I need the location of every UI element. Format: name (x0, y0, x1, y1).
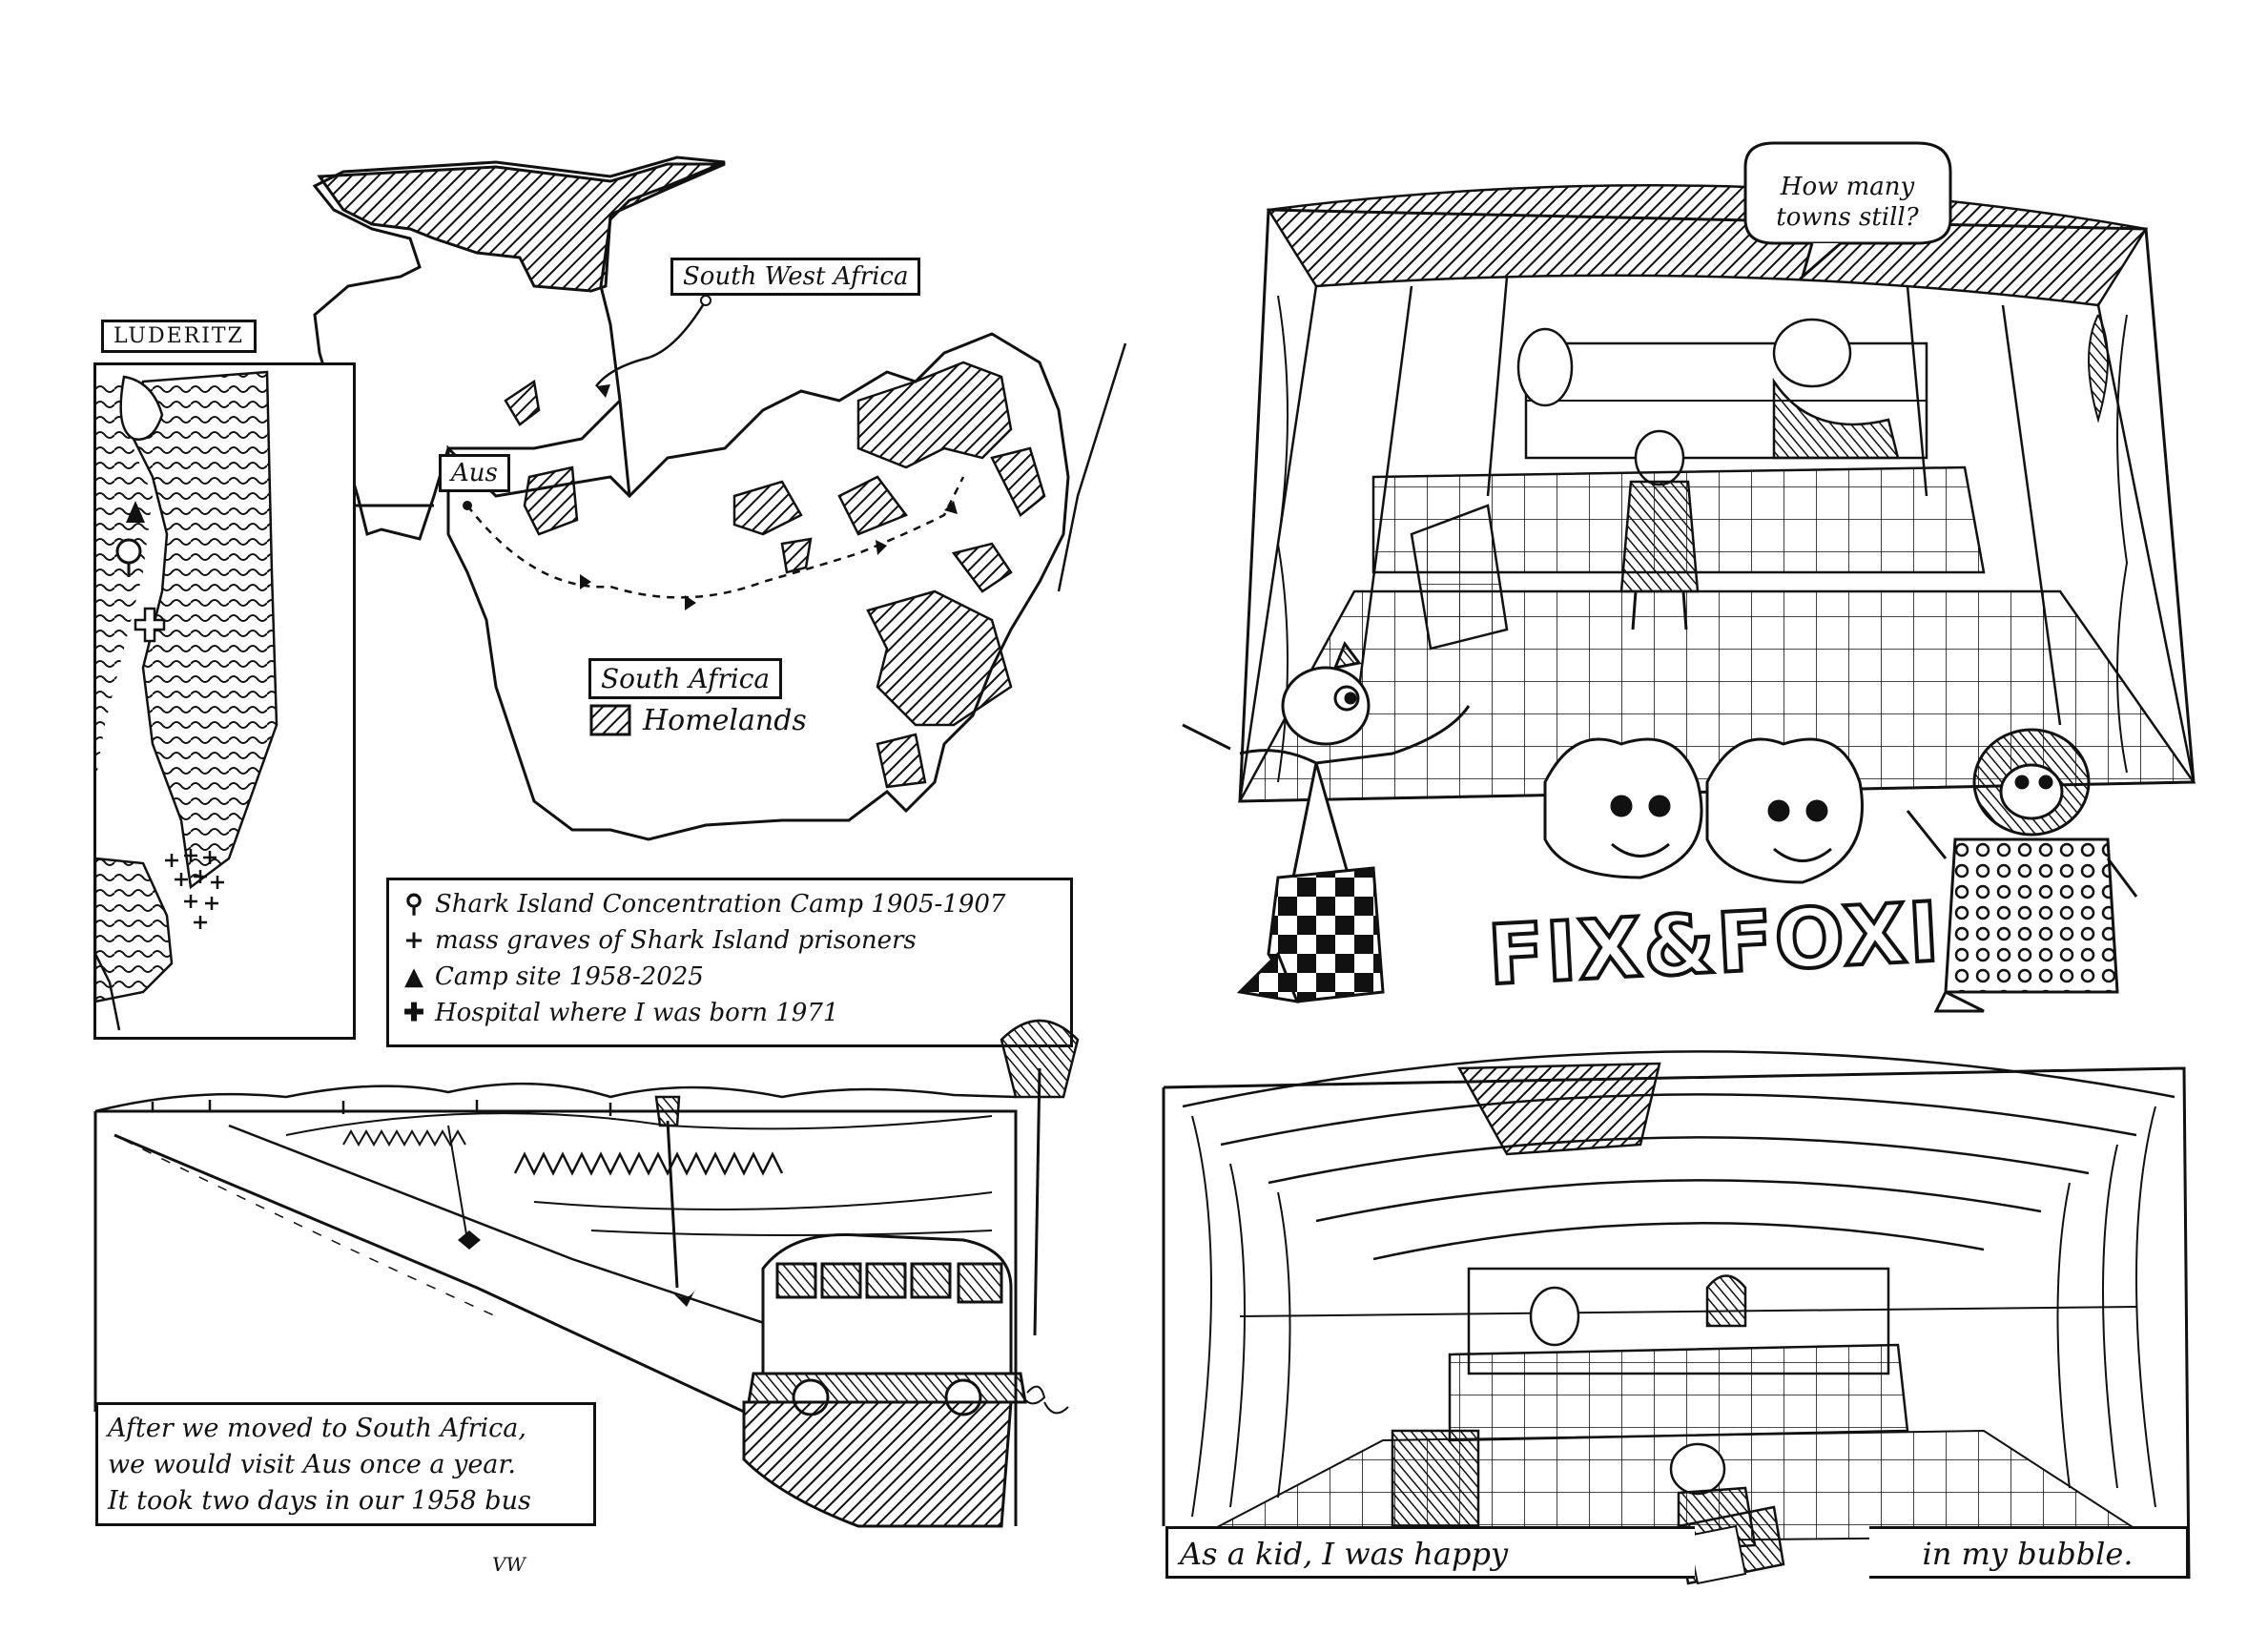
legend-text: Hospital where I was born 1971 (435, 999, 839, 1027)
artist-initials: VW (492, 1553, 526, 1576)
cross-icon: + (403, 926, 424, 955)
south-africa-label: South Africa (588, 658, 783, 699)
fix-and-foxi-heads (1543, 737, 1864, 884)
legend-row-shark-island: ⚲ Shark Island Concentration Camp 1905-1… (401, 886, 1059, 922)
legend-row-camp-site: ▲ Camp site 1958-2025 (401, 959, 1059, 995)
lupo-character (1182, 640, 1471, 1003)
legend-row-mass-graves: + mass graves of Shark Island prisoners (401, 922, 1059, 959)
bear-character (1906, 728, 2138, 1013)
bus-caption-line: we would visit Aus once a year. (108, 1450, 516, 1479)
luderitz-title: LUDERITZ (101, 320, 257, 353)
bubble-caption-text: As a kid, I was happy (1180, 1536, 1509, 1572)
south-africa-outline (446, 332, 1070, 841)
bus-caption: After we moved to South Africa, we would… (95, 1402, 596, 1526)
legend-text: Camp site 1958-2025 (435, 962, 704, 991)
northern-homelands (317, 162, 726, 293)
homelands-swatch (589, 704, 631, 736)
shark-island-icon: ⚲ (404, 890, 423, 919)
bubble-caption-left: As a kid, I was happy (1165, 1526, 1695, 1579)
bubble-caption-right: in my bubble. (1869, 1526, 2189, 1579)
legend-text: mass graves of Shark Island prisoners (435, 926, 917, 955)
bus-caption-line: It took two days in our 1958 bus (108, 1486, 531, 1516)
sw-africa-label: South West Africa (670, 258, 921, 296)
bus-caption-line: After we moved to South Africa, (108, 1414, 526, 1443)
vw-bus-1958 (742, 1232, 1027, 1528)
homelands-label: Homelands (643, 704, 807, 737)
legend-text: Shark Island Concentration Camp 1905-190… (435, 890, 1006, 919)
hospital-cross-icon: ✚ (403, 999, 424, 1027)
map-legend: ⚲ Shark Island Concentration Camp 1905-1… (386, 878, 1073, 1047)
triangle-icon: ▲ (404, 962, 423, 991)
bubble-caption-text: in my bubble. (1922, 1536, 2134, 1572)
legend-row-hospital: ✚ Hospital where I was born 1971 (401, 995, 1059, 1031)
namibia-outline (312, 155, 726, 541)
speech-bubble-text: How many towns still? (1776, 173, 1919, 232)
aus-label: Aus (439, 454, 510, 492)
